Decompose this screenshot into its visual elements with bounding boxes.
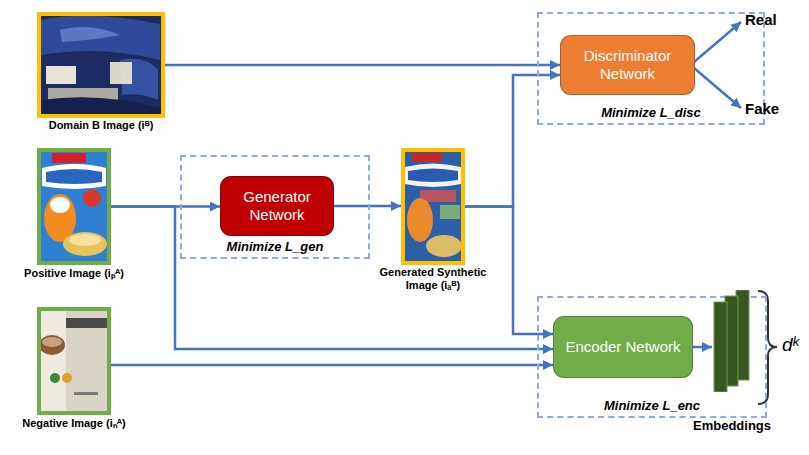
network-label: Discriminator Network	[561, 47, 694, 83]
image-frame: Domain B Image (iᴮ)	[37, 12, 165, 118]
image-caption: Negative Image (iₙᴬ)	[0, 417, 149, 430]
embedding-stack: Embeddings	[712, 290, 752, 392]
flow-arrow	[165, 64, 560, 67]
brace	[758, 291, 777, 404]
network-box: Encoder Network	[553, 316, 693, 378]
image-frame: Negative Image (iₙᴬ)	[37, 307, 111, 415]
embedding-caption: Embeddings	[682, 418, 782, 433]
domain-b-photo	[37, 12, 165, 118]
image-caption: Positive Image (iₚᴬ)	[0, 267, 149, 280]
network-box: Discriminator Network	[560, 35, 695, 95]
image-frame: Positive Image (iₚᴬ)	[37, 148, 111, 265]
generated-photo	[401, 148, 465, 265]
loss-region: Minimize L_gen Generator Network	[180, 155, 370, 259]
network-box: Generator Network	[220, 176, 334, 236]
loss-label: Minimize L_disc	[539, 105, 763, 120]
positive-photo	[37, 148, 111, 265]
loss-label: Minimize L_enc	[539, 398, 765, 413]
real-arrow	[694, 22, 741, 62]
output-label: Fake	[745, 100, 779, 117]
image-caption: Domain B Image (iᴮ)	[16, 119, 186, 132]
flow-arrow	[334, 205, 401, 208]
flow-arrow	[111, 364, 553, 367]
output-label: Real	[745, 11, 777, 28]
dimension-label: dᵏ	[782, 334, 799, 356]
image-frame: Generated Synthetic Image (iₐᴮ)	[401, 148, 465, 265]
negative-photo	[37, 307, 111, 415]
network-label: Encoder Network	[557, 338, 688, 356]
network-label: Generator Network	[221, 188, 333, 224]
flow-arrow	[465, 75, 560, 207]
loss-region: Minimize L_disc Discriminator Network	[537, 12, 765, 125]
flow-arrow	[693, 346, 712, 349]
image-caption: Generated Synthetic Image (iₐᴮ)	[377, 266, 489, 292]
fake-arrow	[694, 68, 741, 108]
loss-label: Minimize L_gen	[182, 239, 368, 254]
embedding-slabs	[712, 290, 752, 392]
